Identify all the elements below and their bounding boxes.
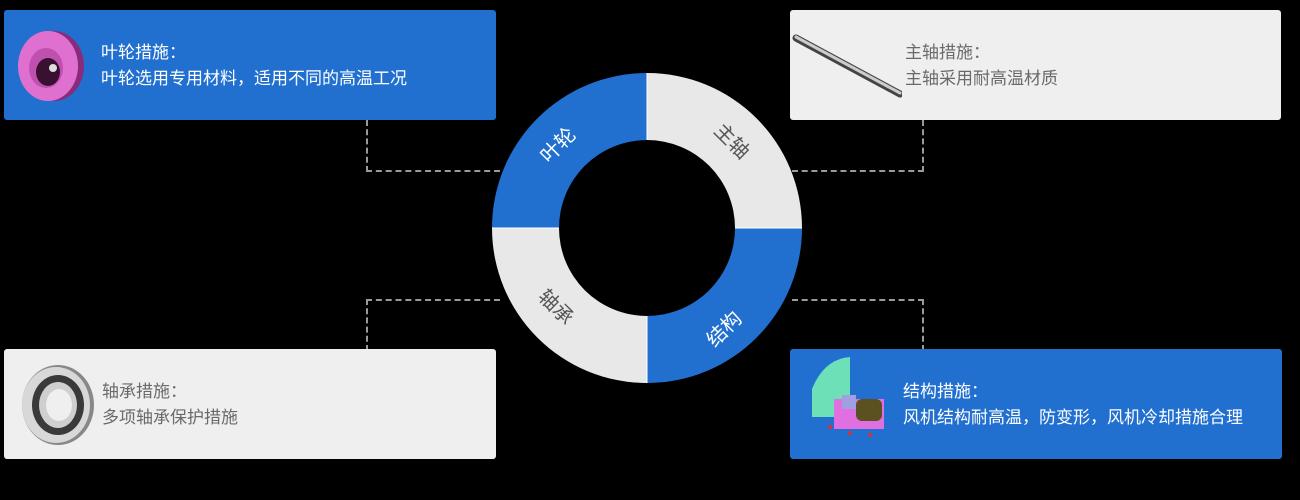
ring-diagram: 叶轮 主轴 结构 轴承 — [492, 73, 802, 383]
connector-bearing — [366, 299, 500, 351]
ring-segment-bearing[interactable] — [492, 228, 647, 383]
bearing-text: 轴承措施： 多项轴承保护措施 — [102, 379, 238, 431]
structure-card: 结构措施： 风机结构耐高温，防变形，风机冷却措施合理 — [790, 349, 1282, 459]
impeller-text: 叶轮措施： 叶轮选用专用材料，适用不同的高温工况 — [101, 40, 407, 92]
shaft-desc: 主轴采用耐高温材质 — [905, 69, 1058, 89]
shaft-text: 主轴措施： 主轴采用耐高温材质 — [905, 40, 1058, 92]
bearing-desc: 多项轴承保护措施 — [102, 408, 238, 428]
ring-segment-structure[interactable] — [647, 228, 802, 383]
bearing-title: 轴承措施： — [102, 382, 187, 402]
impeller-card: 叶轮措施： 叶轮选用专用材料，适用不同的高温工况 — [4, 10, 496, 120]
impeller-desc: 叶轮选用专用材料，适用不同的高温工况 — [101, 69, 407, 89]
ring-segment-impeller[interactable] — [492, 73, 647, 228]
structure-desc: 风机结构耐高温，防变形，风机冷却措施合理 — [903, 408, 1243, 428]
shaft-image — [792, 34, 902, 98]
structure-text: 结构措施： 风机结构耐高温，防变形，风机冷却措施合理 — [903, 379, 1243, 431]
connector-structure — [792, 299, 924, 351]
impeller-image — [18, 31, 84, 101]
structure-title: 结构措施： — [903, 382, 988, 402]
shaft-card: 主轴措施： 主轴采用耐高温材质 — [790, 10, 1281, 120]
connector-impeller — [366, 120, 500, 172]
connector-shaft — [792, 120, 924, 172]
ring-segment-shaft[interactable] — [647, 73, 802, 228]
fan-machine-image — [812, 357, 884, 437]
shaft-title: 主轴措施： — [905, 43, 990, 63]
bearing-image — [22, 365, 94, 445]
bearing-card: 轴承措施： 多项轴承保护措施 — [4, 349, 496, 459]
impeller-title: 叶轮措施： — [101, 43, 186, 63]
